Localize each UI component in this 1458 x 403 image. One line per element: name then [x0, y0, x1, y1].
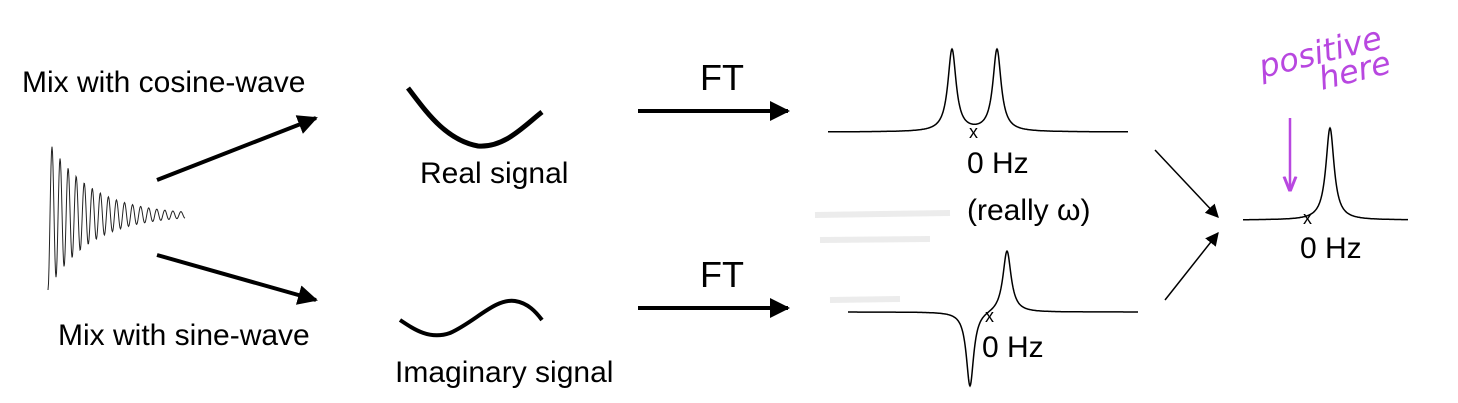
zero-hz-label-top: 0 Hz [967, 147, 1029, 180]
arrow-combine-top [1154, 149, 1219, 218]
real-signal-curve [406, 86, 544, 149]
fid-decay-signal [47, 146, 186, 291]
zero-hz-label-bottom: 0 Hz [982, 331, 1044, 364]
real-spectrum-curve [828, 47, 1128, 133]
arrow-combine-bottom [1164, 231, 1219, 301]
imaginary-spectrum-curve [848, 249, 1138, 388]
arrow-to-sine-mix [156, 253, 318, 305]
zero-marker-bottom: x [985, 306, 994, 326]
zero-marker-top: x [969, 122, 978, 142]
ft-label-top: FT [700, 57, 744, 98]
mix-sine-label: Mix with sine-wave [58, 319, 310, 352]
imaginary-signal-curve [398, 298, 544, 338]
imaginary-signal-label: Imaginary signal [395, 356, 613, 389]
result-spectrum-curve [1243, 126, 1408, 221]
zero-hz-label-result: 0 Hz [1300, 232, 1362, 265]
arrow-to-cosine-mix [156, 115, 318, 182]
ft-label-bottom: FT [700, 254, 744, 295]
real-signal-label: Real signal [420, 157, 568, 190]
really-omega-label: (really ω) [967, 194, 1090, 227]
mix-cosine-label: Mix with cosine-wave [22, 66, 305, 99]
zero-marker-result: x [1303, 208, 1312, 228]
faint-background-marks [814, 210, 951, 303]
